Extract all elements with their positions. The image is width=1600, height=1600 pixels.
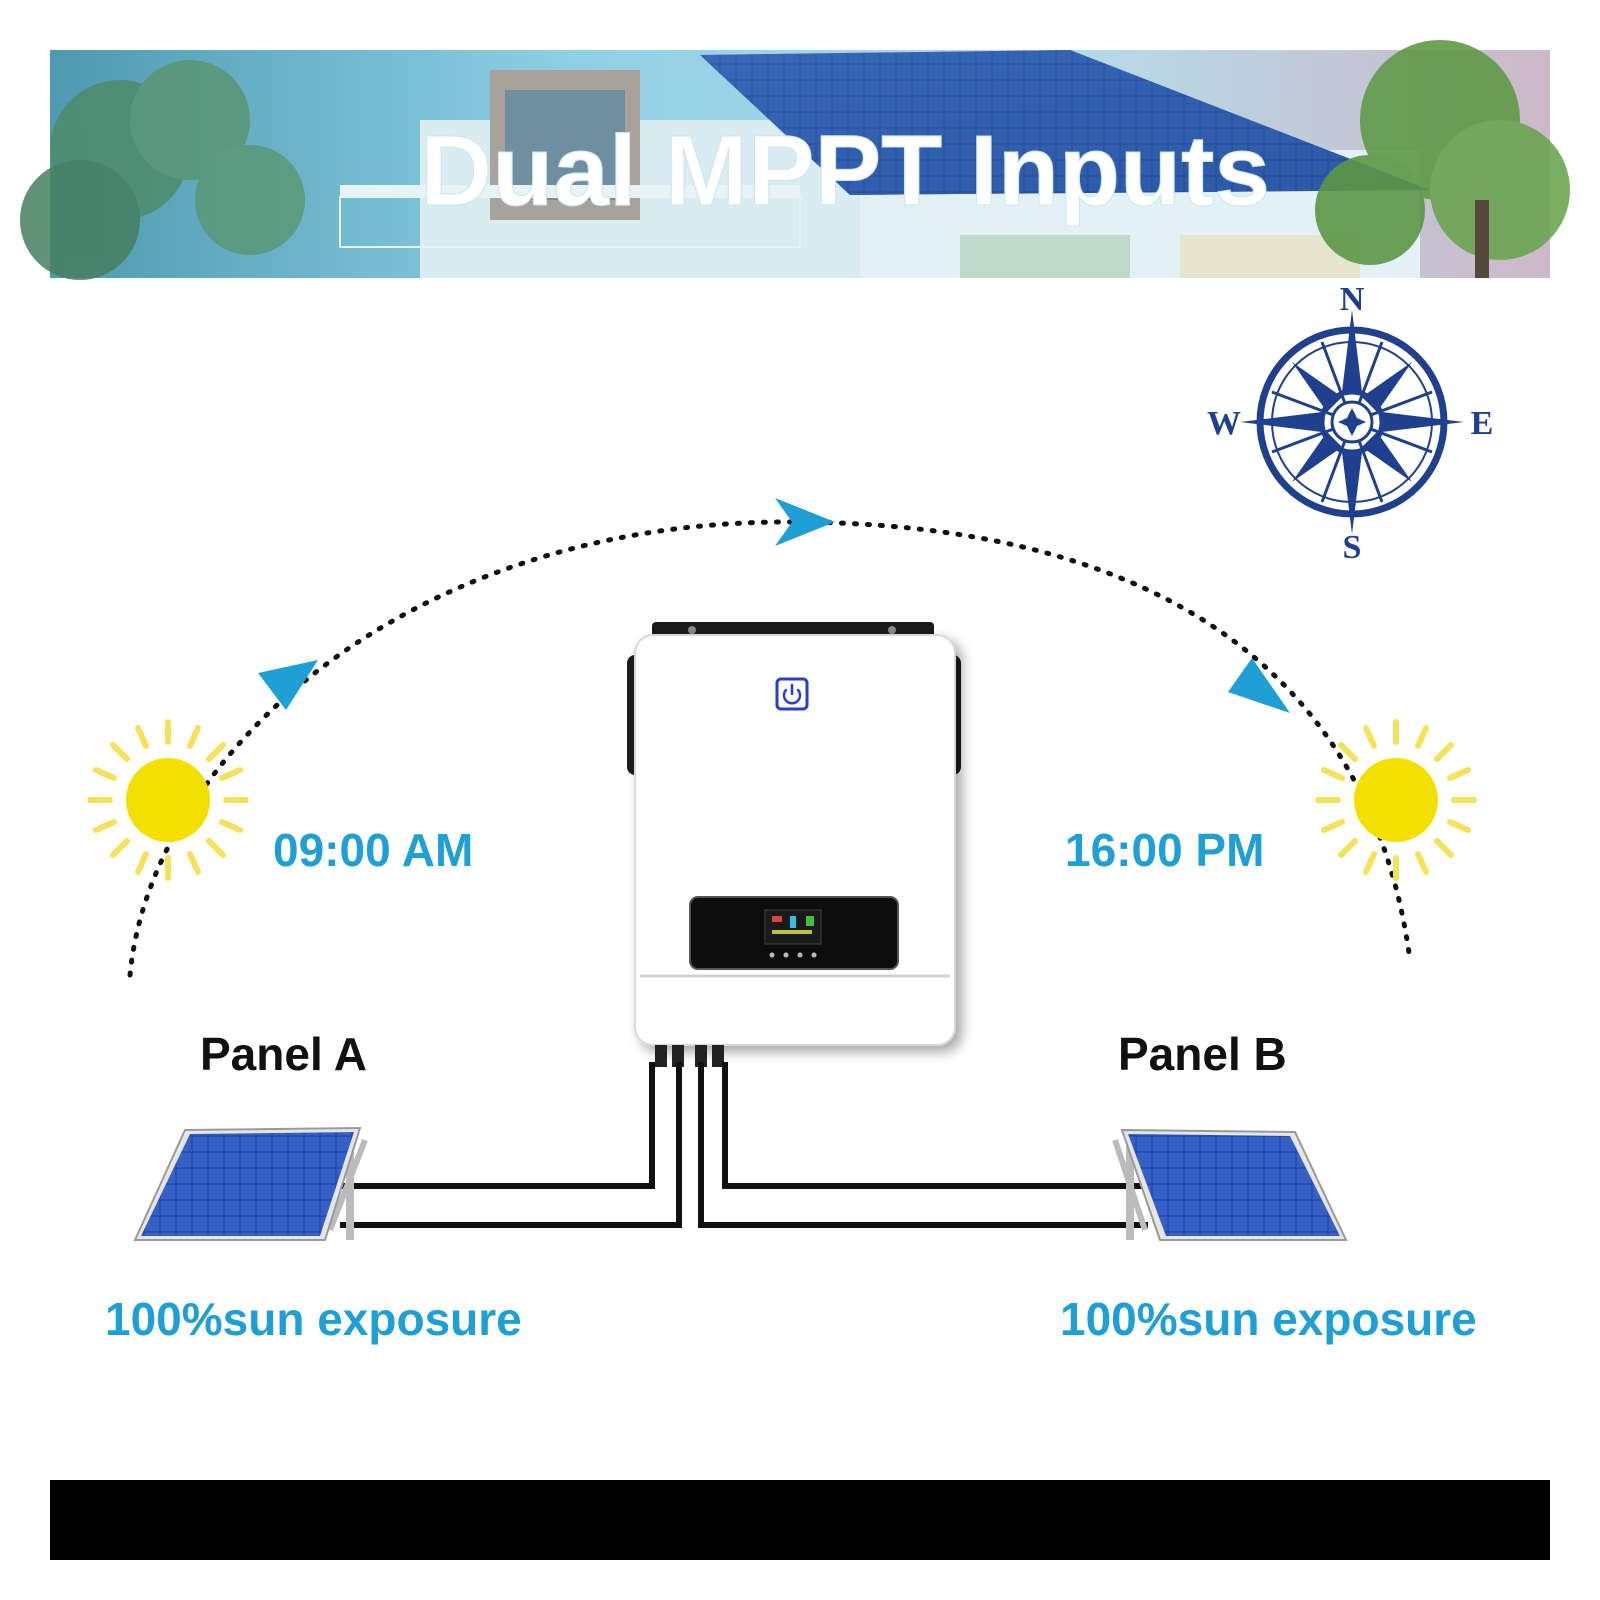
house — [339, 50, 1430, 278]
cables — [340, 1062, 1148, 1228]
panel-a-exposure: 100%sun exposure — [105, 1293, 522, 1345]
panel-b-exposure: 100%sun exposure — [1060, 1293, 1477, 1345]
inverter-unit — [627, 622, 961, 1067]
solar-panel-a — [133, 1126, 368, 1241]
path-arrow-right — [1228, 658, 1290, 713]
display-screen — [689, 896, 899, 970]
compass-rose: N S W E — [1207, 281, 1493, 566]
compass-south: S — [1343, 529, 1362, 566]
compass-east: E — [1471, 405, 1494, 442]
footer-bar — [50, 1480, 1550, 1560]
inverter-connectors — [655, 1045, 724, 1067]
compass-north: N — [1340, 281, 1365, 318]
tree-left — [20, 60, 305, 280]
time-label-right: 16:00 PM — [1065, 824, 1264, 876]
header-banner: Dual MPPT Inputs — [20, 40, 1570, 280]
tree-right — [1315, 40, 1570, 278]
banner-title: Dual MPPT Inputs — [420, 115, 1270, 227]
sun-icon-right — [1315, 719, 1477, 881]
power-icon — [775, 677, 809, 711]
sun-icon-left — [87, 719, 249, 881]
time-label-left: 09:00 AM — [273, 824, 473, 876]
path-arrow-top — [775, 498, 835, 546]
path-arrow-left — [258, 660, 318, 710]
solar-panel-b — [1112, 1128, 1348, 1241]
compass-west: W — [1207, 405, 1241, 442]
panel-a-label: Panel A — [200, 1028, 367, 1080]
panel-b-label: Panel B — [1118, 1028, 1287, 1080]
sun-path — [127, 498, 1413, 978]
